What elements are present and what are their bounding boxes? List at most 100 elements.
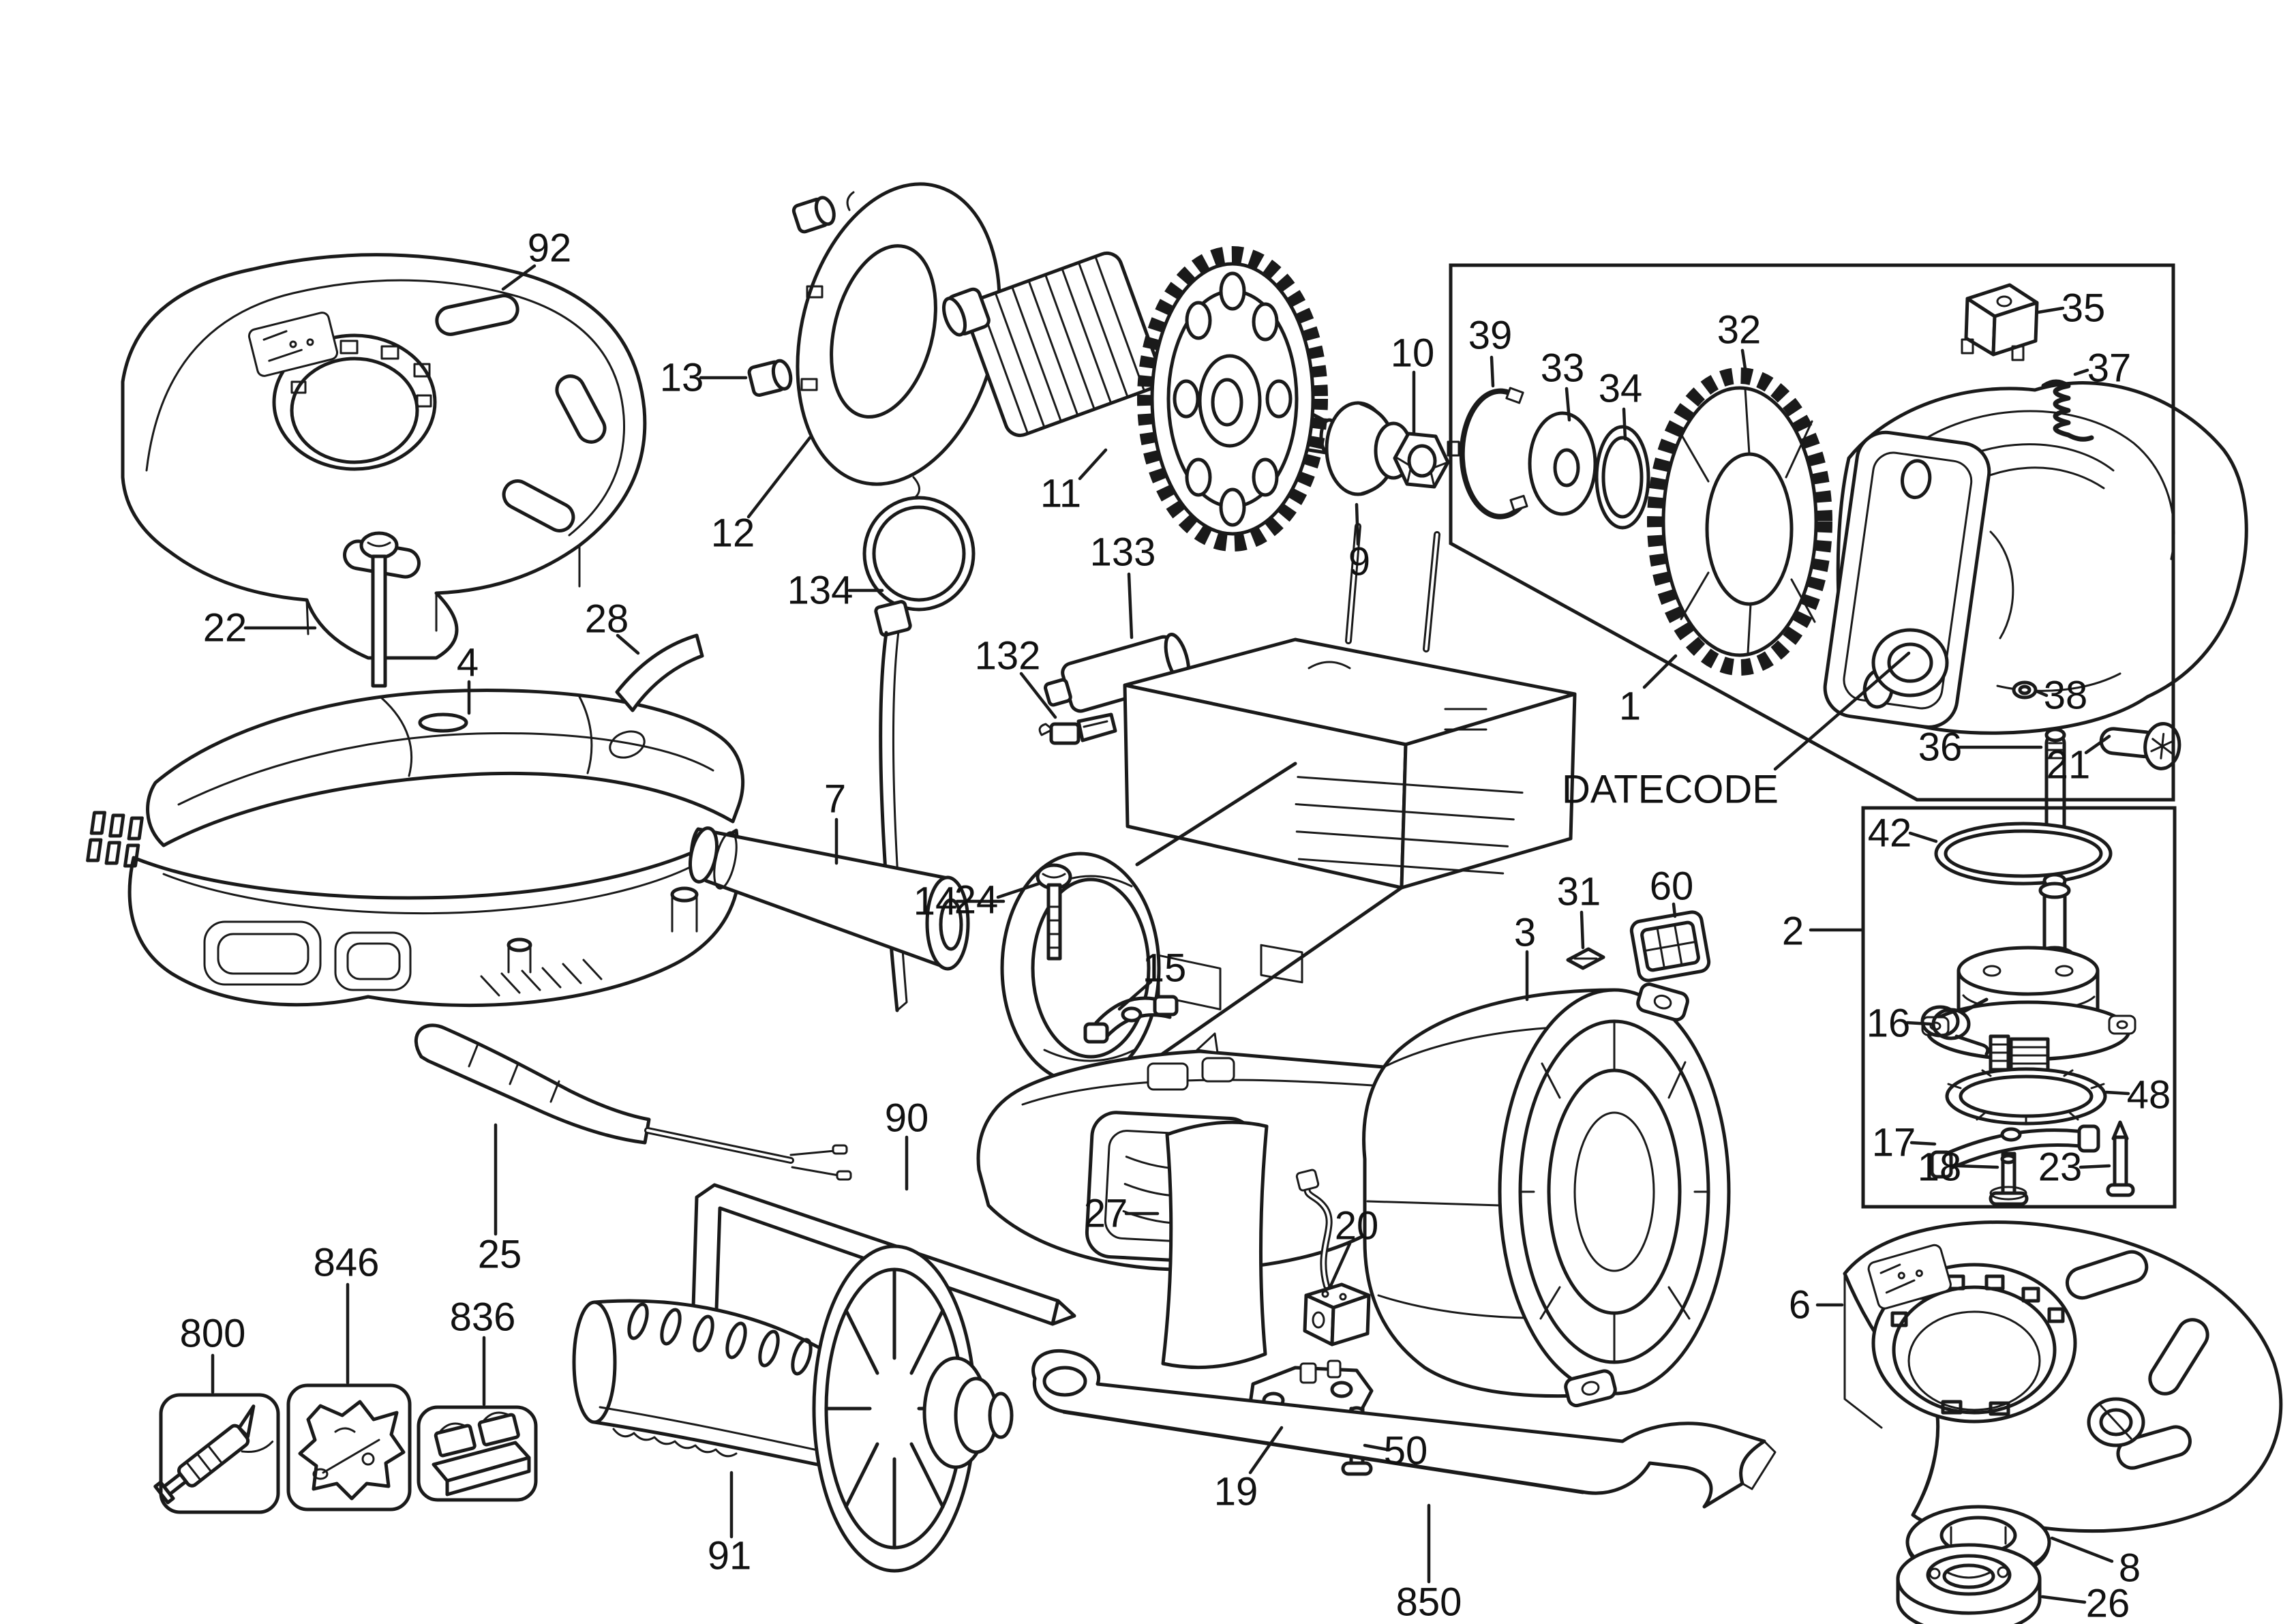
callout-label: 60 bbox=[1650, 864, 1694, 909]
callout-leader bbox=[1355, 502, 1360, 546]
callout-48: 48 bbox=[2104, 1073, 2171, 1117]
gear-head-group-box bbox=[1449, 263, 2175, 802]
hardware-bag-box bbox=[286, 1383, 412, 1512]
callout-leader bbox=[1078, 448, 1108, 481]
torsion-spring-16-drawing bbox=[1920, 997, 1990, 1056]
callout-leader bbox=[1117, 980, 1153, 1011]
callout-label: 25 bbox=[478, 1233, 522, 1277]
callout-leader bbox=[1773, 651, 1911, 771]
callout-132: 132 bbox=[975, 634, 1057, 719]
callout-60: 60 bbox=[1650, 864, 1694, 918]
callout-leader bbox=[1019, 672, 1057, 719]
callout-leader bbox=[1580, 910, 1585, 950]
motor-housing-3-drawing bbox=[1362, 982, 1731, 1408]
callout-label: 34 bbox=[1599, 367, 1643, 411]
callout-label: 132 bbox=[975, 634, 1041, 678]
brush-kit-836-drawing bbox=[432, 1411, 531, 1497]
callout-31: 31 bbox=[1557, 870, 1601, 950]
callout-label: 4 bbox=[457, 641, 479, 685]
callout-label: 42 bbox=[1868, 811, 1912, 856]
callout-label: 39 bbox=[1468, 314, 1513, 358]
screw-22-drawing bbox=[359, 531, 399, 688]
wheel-guard-92-drawing bbox=[121, 253, 647, 660]
screw-18-drawing bbox=[1989, 1152, 2029, 1206]
callout-label: 38 bbox=[2044, 674, 2088, 718]
callout-35: 35 bbox=[2036, 286, 2105, 331]
screw-24-drawing bbox=[1036, 863, 1072, 961]
switch-20-drawing bbox=[1295, 1169, 1371, 1347]
callout-91: 91 bbox=[708, 1471, 752, 1578]
callout-leader bbox=[1490, 355, 1495, 388]
callout-leader bbox=[996, 882, 1041, 899]
callout-label: 37 bbox=[2087, 346, 2132, 391]
callout-leader bbox=[1740, 348, 1749, 380]
housing-half-4-drawing bbox=[86, 689, 745, 1008]
callout-leader bbox=[1622, 407, 1627, 441]
callout-leader bbox=[746, 436, 812, 519]
o-ring-42-drawing bbox=[1934, 822, 2113, 886]
callout-label: 134 bbox=[787, 569, 854, 613]
callout-6: 6 bbox=[1789, 1283, 1844, 1327]
callout-label: DATECODE bbox=[1562, 768, 1779, 812]
callout-leader bbox=[2040, 1595, 2087, 1604]
callout-label: 36 bbox=[1918, 725, 1963, 770]
callout-20: 20 bbox=[1329, 1204, 1379, 1288]
wedge-28-drawing bbox=[615, 633, 704, 712]
callout-label: 13 bbox=[660, 356, 704, 400]
washer-34-drawing bbox=[1595, 425, 1650, 530]
baffle-plate-12-drawing bbox=[796, 182, 1001, 499]
clamp-nut-26-drawing bbox=[1896, 1543, 2042, 1624]
callout-26: 26 bbox=[2040, 1582, 2130, 1624]
callout-50: 50 bbox=[1363, 1429, 1428, 1473]
callout-850: 850 bbox=[1396, 1503, 1462, 1624]
group-boxes bbox=[1449, 263, 2177, 1209]
terminal-132-drawing bbox=[1038, 712, 1117, 745]
callout-38: 38 bbox=[2035, 674, 2088, 718]
callout-leader bbox=[2104, 1090, 2130, 1096]
callout-leader bbox=[2079, 1164, 2111, 1169]
spindle-group-box bbox=[1861, 806, 2177, 1209]
callout-label: 21 bbox=[2046, 743, 2091, 787]
callout-leader bbox=[1363, 1443, 1389, 1452]
callout-label: 17 bbox=[1872, 1121, 1916, 1165]
callout-label: 19 bbox=[1214, 1470, 1258, 1514]
callout-21: 21 bbox=[2046, 734, 2111, 787]
callout-label: 92 bbox=[528, 226, 572, 271]
callout-leader bbox=[2035, 689, 2049, 697]
callout-label: 133 bbox=[1090, 530, 1156, 575]
callout-10: 10 bbox=[1391, 331, 1434, 434]
brush-kit-box bbox=[417, 1405, 538, 1502]
field-module-14-drawing bbox=[1000, 523, 1577, 1085]
callout-label: 50 bbox=[1384, 1429, 1428, 1473]
callout-25: 25 bbox=[478, 1123, 522, 1277]
callout-32: 32 bbox=[1717, 308, 1761, 380]
callout-label: 23 bbox=[2038, 1145, 2083, 1190]
callout-label: 1 bbox=[1619, 685, 1641, 729]
callout-leader bbox=[1909, 1141, 1937, 1146]
callout-leader bbox=[1672, 902, 1677, 918]
spindle-tube-7-drawing bbox=[689, 826, 970, 971]
callout-17: 17 bbox=[1872, 1121, 1937, 1165]
callout-label: 24 bbox=[954, 878, 999, 922]
callout-leader bbox=[1956, 1164, 1999, 1169]
callout-36: 36 bbox=[1918, 725, 2043, 770]
callout-134: 134 bbox=[787, 569, 884, 613]
callout-2: 2 bbox=[1782, 909, 1863, 954]
callout-16: 16 bbox=[1867, 1002, 1933, 1046]
callout-label: 20 bbox=[1335, 1204, 1379, 1248]
callout-leader bbox=[1908, 831, 1938, 843]
callout-92: 92 bbox=[501, 226, 572, 291]
callout-label: 91 bbox=[708, 1534, 752, 1578]
callout-90: 90 bbox=[885, 1096, 928, 1191]
callout-label: 2 bbox=[1782, 909, 1804, 954]
callout-label: 11 bbox=[1040, 472, 1081, 516]
pin-13-upper-drawing bbox=[791, 196, 836, 234]
pin-screw-23-drawing bbox=[2106, 1120, 2135, 1197]
callout-27: 27 bbox=[1084, 1192, 1160, 1236]
lock-lever-17-drawing bbox=[1930, 1124, 2100, 1179]
callout-leader bbox=[2084, 734, 2111, 755]
callout-label: 26 bbox=[2086, 1582, 2130, 1624]
wheel-guard-6-drawing bbox=[1843, 1220, 2283, 1533]
pin-13-drawing bbox=[747, 359, 793, 397]
